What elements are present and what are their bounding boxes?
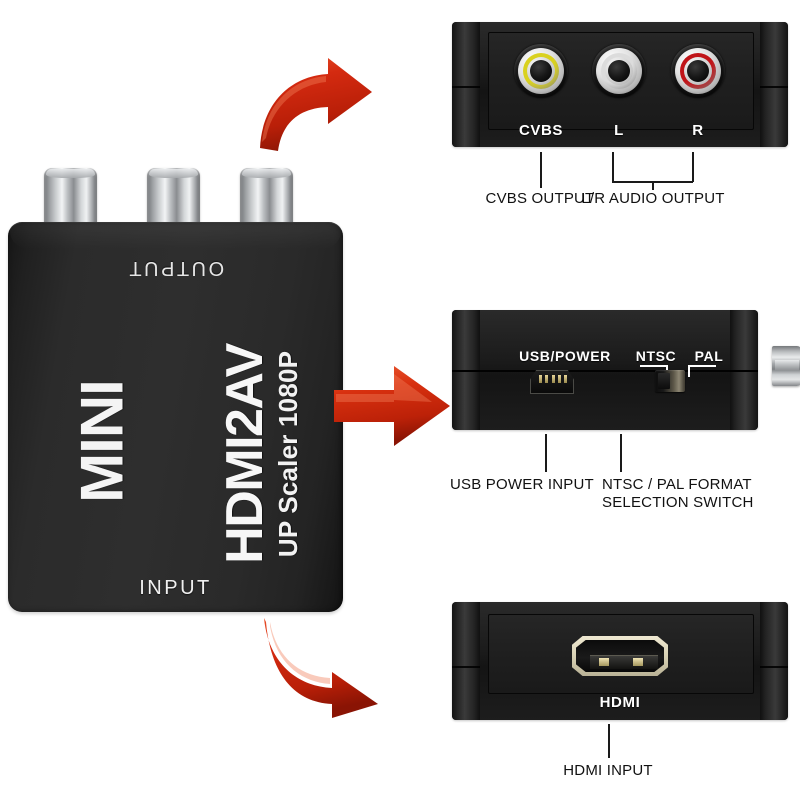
- rca-socket-audio-left[interactable]: [592, 44, 646, 98]
- port-label-hdmi: HDMI: [599, 694, 641, 711]
- housing-highlight: [10, 223, 341, 249]
- silkscreen-ntsc: NTSC: [635, 348, 677, 364]
- leader-usb-power-input: [545, 434, 547, 472]
- input-panel-shell: HDMI: [452, 602, 788, 720]
- leader-audio-right: [692, 152, 694, 182]
- port-label-audio-right: R: [692, 122, 704, 139]
- callout-lr-audio-output: L/R AUDIO OUTPUT: [581, 190, 725, 207]
- arrow-to-input-panel-icon: [264, 618, 378, 718]
- rca-hole: [608, 60, 630, 82]
- output-panel-left-bezel: [452, 22, 480, 147]
- leader-audio-stem: [652, 181, 654, 190]
- port-label-audio-left: L: [614, 122, 624, 139]
- input-panel-right-bezel: [760, 602, 788, 720]
- rca-output-barrel-cvbs: [44, 168, 97, 226]
- port-label-cvbs: CVBS: [518, 122, 564, 139]
- callout-format-line-2: SELECTION SWITCH: [602, 494, 754, 512]
- leader-hdmi-input: [608, 724, 610, 758]
- hdmi-tongue: [590, 655, 658, 669]
- rca-socket-audio-right[interactable]: [671, 44, 725, 98]
- hdmi2av-converter-device: OUTPUT MINI HDMI2AV UP Scaler 1080P INPU…: [8, 168, 343, 612]
- rca-hole: [530, 60, 552, 82]
- ntsc-pal-slide-switch[interactable]: [655, 370, 685, 392]
- hdmi-cavity: [576, 640, 664, 672]
- rca-hole: [687, 60, 709, 82]
- silkscreen-pal: PAL: [694, 348, 724, 364]
- device-model-block: HDMI2AV UP Scaler 1080P: [216, 329, 304, 579]
- rca-socket-cvbs[interactable]: [514, 44, 568, 98]
- silkscreen-usb-power: USB/POWER: [519, 348, 611, 364]
- output-panel-right-bezel: [760, 22, 788, 147]
- callout-cvbs-output: CVBS OUTPUT: [485, 190, 595, 207]
- rca-output-barrel-left: [147, 168, 200, 226]
- leader-format-switch: [620, 434, 622, 472]
- device-brand-mini-label: MINI: [68, 380, 136, 503]
- side-rca-jack: [772, 346, 800, 386]
- arrow-to-power-panel-icon: [334, 366, 450, 446]
- device-housing: OUTPUT MINI HDMI2AV UP Scaler 1080P INPU…: [8, 222, 343, 612]
- callout-usb-power-input: USB POWER INPUT: [450, 476, 594, 493]
- power-panel: USB/POWER NTSC PAL: [452, 310, 800, 430]
- leader-cvbs-output: [540, 152, 542, 188]
- hdmi-input-port[interactable]: [572, 636, 668, 676]
- mini-usb-power-port[interactable]: [530, 370, 574, 394]
- input-panel: HDMI: [452, 602, 788, 720]
- usb-pins: [539, 375, 567, 383]
- rca-output-barrel-right: [240, 168, 293, 226]
- callout-format-selection-switch: NTSC / PAL FORMAT SELECTION SWITCH: [602, 476, 754, 513]
- bracket-pal: [688, 365, 716, 377]
- callout-format-line-1: NTSC / PAL FORMAT: [602, 476, 752, 493]
- power-panel-shell: USB/POWER NTSC PAL: [452, 310, 758, 430]
- output-panel: CVBS L R: [452, 22, 788, 147]
- device-output-label: OUTPUT: [126, 257, 225, 279]
- device-model-label: HDMI2AV: [216, 344, 275, 564]
- device-input-label: INPUT: [139, 577, 212, 599]
- arrow-to-output-panel-icon: [260, 58, 372, 151]
- device-subtitle-label: UP Scaler 1080P: [272, 350, 303, 558]
- leader-audio-left: [612, 152, 614, 182]
- power-panel-seam: [452, 370, 758, 372]
- input-panel-left-bezel: [452, 602, 480, 720]
- output-panel-shell: CVBS L R: [452, 22, 788, 147]
- callout-hdmi-input: HDMI INPUT: [563, 762, 653, 779]
